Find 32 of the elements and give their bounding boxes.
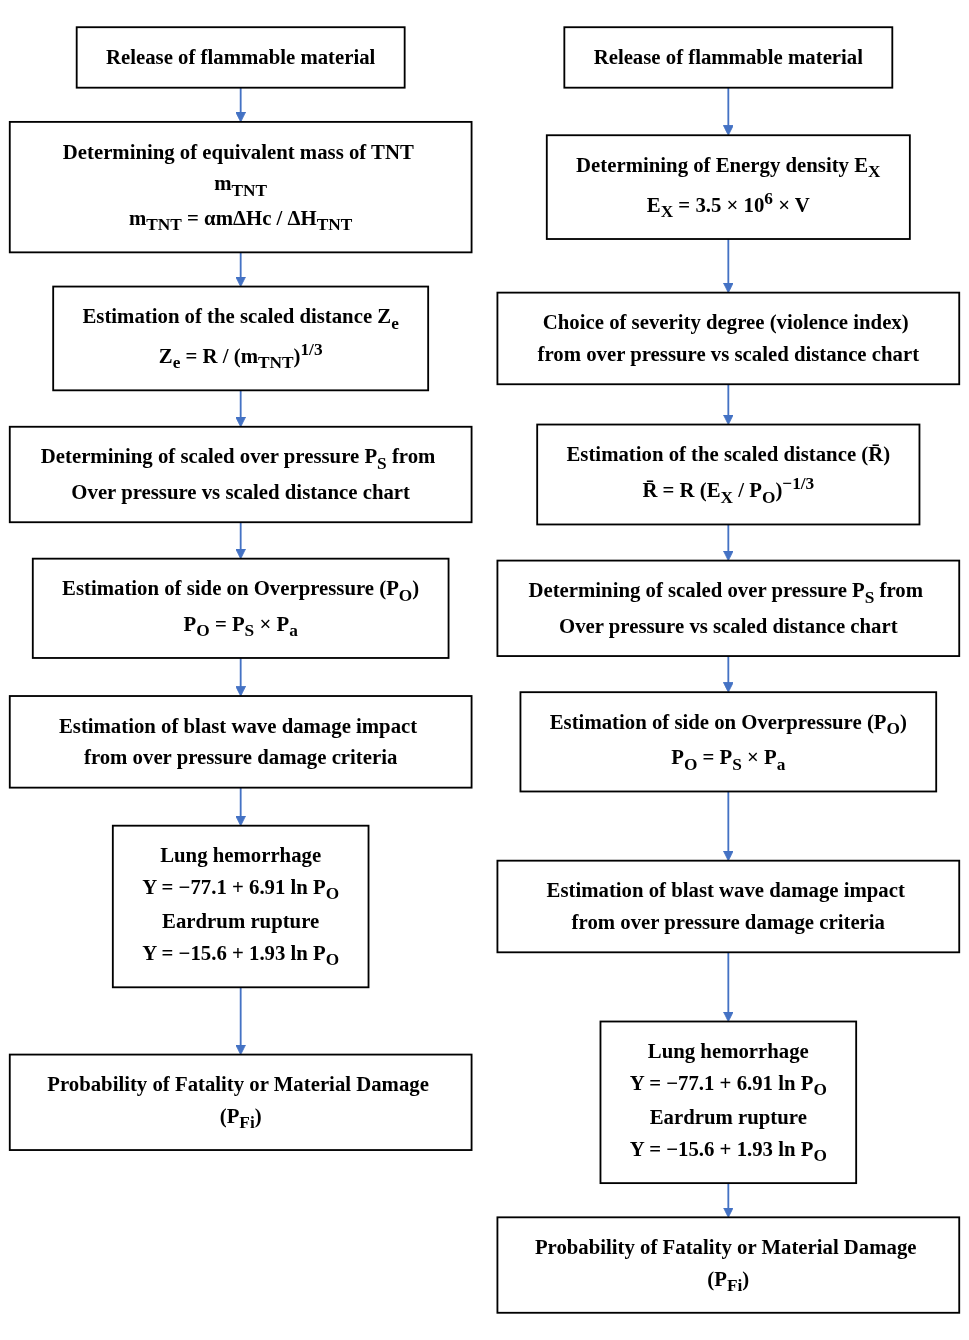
node-box: Determining of scaled over pressure P$_{S}$ from Over pressure vs scaled distance chart (496, 559, 961, 657)
arrow (235, 986, 247, 1056)
arrow (722, 523, 734, 562)
arrow (235, 657, 247, 697)
node-box: Lung hemorrhage Y = −77.1 + 6.91 ln P$_{O}$ Eardrum rupture Y = −15.6 + 1.93 ln P$_{O}$ (599, 1020, 858, 1185)
node-box: Estimation of side on Overpressure (P$_{O}$) P$_{O}$ = P$_{S}$ × P$_{a}$ (31, 557, 450, 659)
arrow (722, 383, 734, 425)
arrow (722, 238, 734, 294)
node-box: Determining of Energy density E$_{X}$ E$_{X}$ = 3.5 × 10$^{6}$ × V (545, 134, 911, 240)
node-box: Probability of Fatality or Material Damage (P$_{Fi}$) (496, 1216, 961, 1314)
node-box: Estimation of the scaled distance Z$_{e}$ Z$_{e}$ = R / (m$_{TNT}$)$^{1/3}$ (52, 285, 430, 392)
node-box: Determining of scaled over pressure P$_{S}$ from Over pressure vs scaled distance chart (8, 425, 473, 524)
node-box: Probability of Fatality or Material Damage (P$_{Fi}$) (8, 1053, 473, 1151)
arrow (235, 521, 247, 560)
arrow (235, 786, 247, 827)
arrow (722, 951, 734, 1022)
node-box: Lung hemorrhage Y = −77.1 + 6.91 ln P$_{O}$ Eardrum rupture Y = −15.6 + 1.93 ln P$_{O}$ (111, 824, 370, 989)
node-box: Estimation of side on Overpressure (P$_{O}$) P$_{O}$ = P$_{S}$ × P$_{a}$ (519, 691, 938, 793)
node-box: Release of flammable material (563, 26, 894, 89)
arrow (722, 1182, 734, 1218)
node-box: Estimation of blast wave damage impact from over pressure damage criteria (496, 859, 961, 954)
node-box: Release of flammable material (75, 26, 406, 89)
arrow (722, 86, 734, 136)
node-box: Estimation of the scaled distance (R̄) R̄ = R (E$_{X}$ / P$_{O}$)$^{−1/3}$ (536, 423, 921, 526)
node-box: Choice of severity degree (violence index) from over pressure vs scaled distance chart (496, 291, 961, 386)
node-box: Estimation of blast wave damage impact from over pressure damage criteria (8, 695, 473, 789)
arrow (722, 790, 734, 862)
arrow (235, 389, 247, 428)
arrow (235, 251, 247, 288)
arrow (722, 655, 734, 693)
node-box: Determining of equivalent mass of TNT m$_{TNT}$ m$_{TNT}$ = αmΔHc / ΔH$_{TNT}$ (8, 121, 473, 254)
arrow (235, 86, 247, 123)
